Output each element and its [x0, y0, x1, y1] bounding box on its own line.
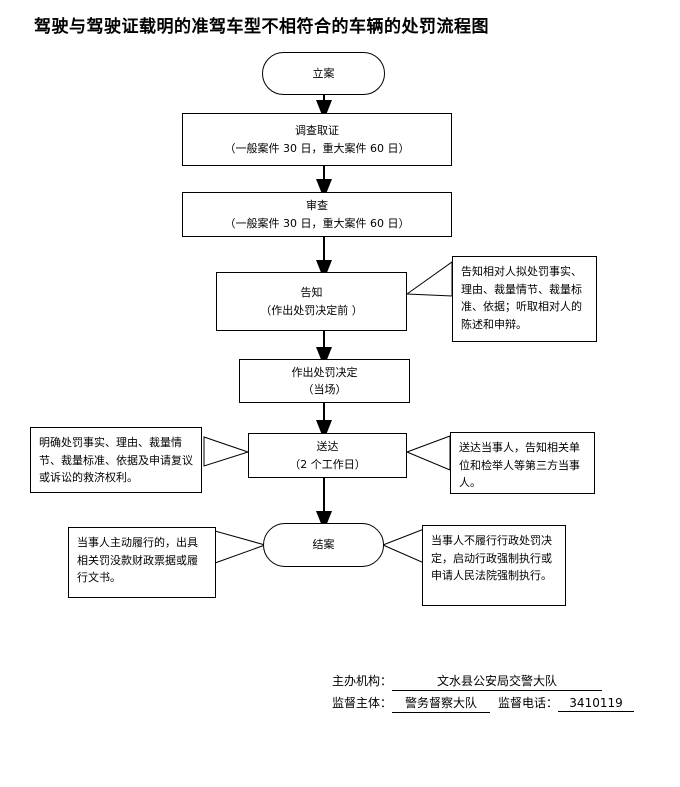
footer-row-org: 主办机构： 文水县公安局交警大队 [332, 672, 634, 691]
callout-serve-note-left [203, 436, 249, 467]
node-close-label: 结案 [312, 538, 335, 552]
node-decision-sublabel: （当场） [302, 383, 347, 396]
footer-supervisor-value: 警务督察大队 [392, 694, 491, 713]
node-notify-label: 告知 [300, 286, 323, 300]
footer-org-label: 主办机构： [332, 674, 393, 688]
node-close[interactable]: 结案 [263, 523, 384, 567]
callout-close-note-right [382, 528, 425, 564]
node-serve-sublabel: （2 个工作日） [289, 457, 366, 471]
callout-notify-note [406, 261, 453, 297]
node-serve-label: 送达 [316, 440, 339, 454]
footer-block: 主办机构： 文水县公安局交警大队 监督主体： 警务督察大队 监督电话： 3410… [332, 672, 635, 716]
note-close-right: 当事人不履行行政处罚决定，启动行政强制执行或申请人民法院强制执行。 [422, 525, 566, 606]
footer-supervisor-label: 监督主体： [332, 696, 393, 710]
note-serve-left: 明确处罚事实、理由、裁量情节、裁量标准、依据及申请复议或诉讼的救济权利。 [30, 427, 202, 493]
node-notify[interactable]: 告知 （作出处罚决定前 ） [216, 272, 407, 331]
node-decision-label: 作出处罚决定 [291, 365, 358, 379]
node-investigate-sublabel: （一般案件 30 日，重大案件 60 日） [224, 141, 410, 155]
node-review-sublabel: （一般案件 30 日，重大案件 60 日） [224, 216, 410, 230]
note-close-right-text: 当事人不履行行政处罚决定，启动行政强制执行或申请人民法院强制执行。 [431, 534, 552, 583]
node-serve[interactable]: 送达 （2 个工作日） [248, 433, 407, 478]
footer-phone-label: 监督电话： [498, 696, 559, 710]
node-review[interactable]: 审查 （一般案件 30 日，重大案件 60 日） [182, 192, 452, 237]
node-start[interactable]: 立案 [262, 52, 385, 95]
node-investigate[interactable]: 调查取证 （一般案件 30 日，重大案件 60 日） [182, 113, 452, 166]
note-close-left-text: 当事人主动履行的，出具相关罚没款财政票据或履行文书。 [77, 536, 198, 585]
footer-phone-value: 3410119 [558, 696, 635, 712]
node-start-label: 立案 [312, 66, 335, 80]
note-serve-right-text: 送达当事人，告知相关单位和检举人等第三方当事人。 [459, 441, 580, 490]
page-title: 驾驶与驾驶证载明的准驾车型不相符合的车辆的处罚流程图 [34, 17, 489, 37]
note-notify-text: 告知相对人拟处罚事实、理由、裁量情节、裁量标准、依据；听取相对人的陈述和申辩。 [461, 265, 582, 331]
node-decision[interactable]: 作出处罚决定 （当场） [239, 359, 410, 403]
footer-row-supervisor: 监督主体： 警务督察大队 监督电话： 3410119 [332, 694, 635, 713]
callout-serve-note-right [406, 435, 451, 471]
note-serve-right: 送达当事人，告知相关单位和检举人等第三方当事人。 [450, 432, 595, 494]
note-notify: 告知相对人拟处罚事实、理由、裁量情节、裁量标准、依据；听取相对人的陈述和申辩。 [452, 256, 597, 342]
node-review-label: 审查 [306, 199, 328, 213]
node-notify-sublabel: （作出处罚决定前 ） [260, 303, 363, 317]
footer-org-value: 文水县公安局交警大队 [392, 672, 603, 691]
note-serve-left-text: 明确处罚事实、理由、裁量情节、裁量标准、依据及申请复议或诉讼的救济权利。 [39, 436, 193, 485]
note-close-left: 当事人主动履行的，出具相关罚没款财政票据或履行文书。 [68, 527, 216, 598]
node-investigate-label: 调查取证 [295, 124, 339, 138]
callout-close-note-left [214, 530, 266, 564]
